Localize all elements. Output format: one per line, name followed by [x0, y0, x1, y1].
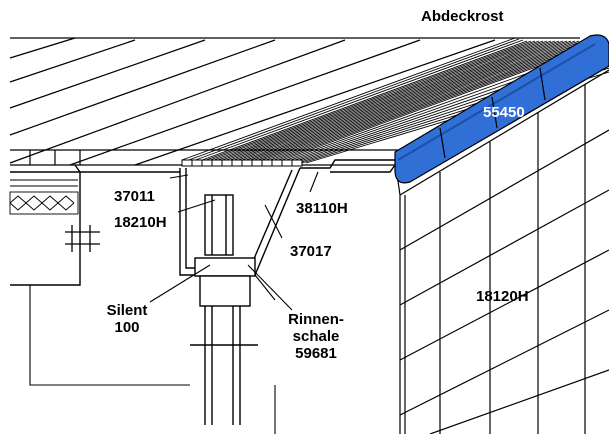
- label-rinnenschale-59681: Rinnen- schale 59681: [278, 311, 354, 362]
- label-silent-100: Silent 100: [100, 302, 154, 336]
- label-rinnen-line2: schale: [292, 328, 340, 345]
- label-37011: 37011: [114, 188, 155, 205]
- label-silent-line2: 100: [114, 319, 140, 336]
- label-37017: 37017: [290, 243, 332, 260]
- label-18210h: 18210H: [114, 214, 167, 231]
- label-abdeckrost: Abdeckrost: [421, 8, 504, 25]
- edge-tile-55450: [394, 34, 609, 184]
- label-rinnen-line3: 59681: [295, 345, 337, 362]
- pool-wall-tiles: [394, 69, 609, 434]
- insulation-layer: [9, 179, 79, 215]
- label-silent-line1: Silent: [106, 302, 148, 319]
- label-38110h: 38110H: [296, 200, 348, 217]
- label-rinnen-line1: Rinnen-: [288, 311, 344, 328]
- grate-front-profile: [181, 159, 303, 167]
- concrete-outline: [29, 274, 276, 434]
- label-55450: 55450: [483, 104, 525, 121]
- leader-lines: [149, 171, 319, 311]
- outlet-pipe: [190, 194, 258, 425]
- anchor-bracket: [65, 225, 100, 252]
- label-18120h: 18120H: [476, 288, 529, 305]
